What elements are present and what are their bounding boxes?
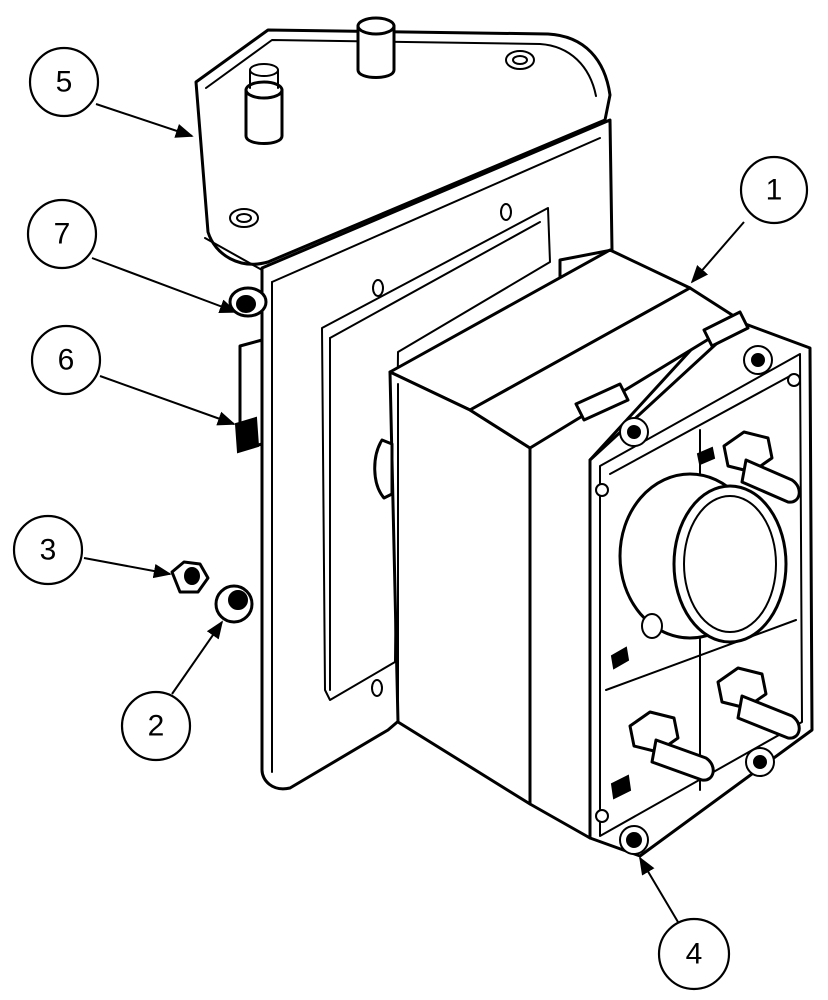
fitting bbox=[722, 430, 801, 504]
callout-6: 6 bbox=[30, 324, 102, 396]
callout-2-label: 2 bbox=[148, 710, 165, 743]
leader-line bbox=[95, 103, 194, 138]
fitting bbox=[716, 666, 801, 740]
stud bbox=[356, 16, 396, 79]
callout-3: 3 bbox=[12, 514, 84, 586]
callout-1-label: 1 bbox=[766, 174, 783, 207]
callout-3-label: 3 bbox=[40, 534, 57, 567]
leader-line bbox=[639, 856, 679, 923]
callout-4-label: 4 bbox=[686, 938, 703, 971]
leader-line bbox=[690, 221, 745, 284]
leader-line bbox=[83, 557, 172, 579]
device-enclosure bbox=[373, 248, 814, 858]
callout-6-label: 6 bbox=[58, 344, 75, 377]
leader-line bbox=[171, 620, 224, 695]
stud bbox=[244, 63, 284, 145]
callout-2: 2 bbox=[120, 690, 192, 762]
callout-7: 7 bbox=[26, 198, 98, 270]
standoff bbox=[234, 338, 264, 454]
callout-5-label: 5 bbox=[56, 66, 73, 99]
leader-line bbox=[91, 257, 238, 314]
callout-4: 4 bbox=[657, 917, 731, 991]
leader-line bbox=[99, 375, 236, 426]
callout-5: 5 bbox=[28, 46, 100, 118]
hex-nut bbox=[170, 560, 210, 594]
fitting bbox=[628, 710, 715, 782]
flat-washer bbox=[214, 584, 254, 624]
grommet bbox=[228, 286, 268, 318]
callout-1: 1 bbox=[739, 155, 809, 225]
callout-7-label: 7 bbox=[54, 218, 71, 251]
